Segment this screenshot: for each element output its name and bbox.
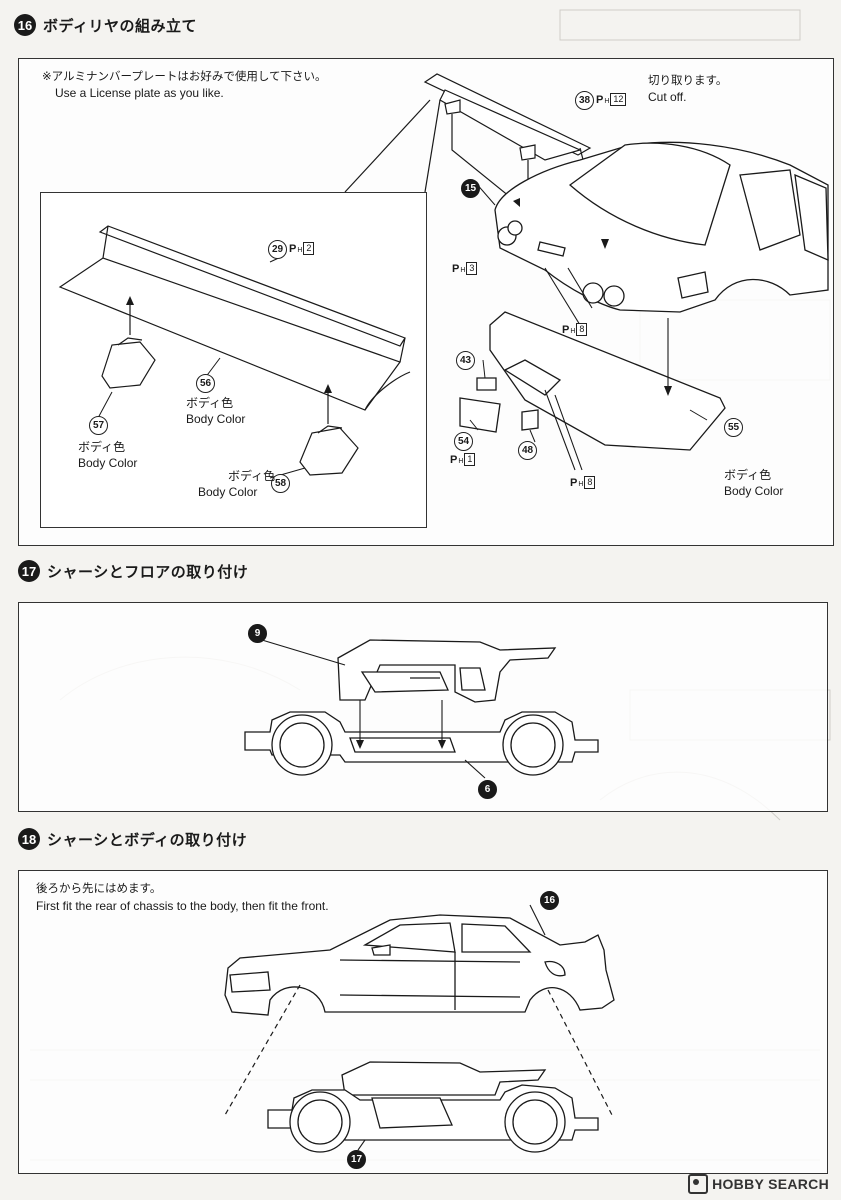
hobby-search-logo-icon	[688, 1174, 709, 1194]
step-18-number: 18	[18, 828, 40, 850]
cut-off-en: Cut off.	[648, 90, 687, 104]
part-16-callout: 16	[540, 891, 559, 910]
ptag-number: 8	[584, 476, 596, 489]
part-17-callout: 17	[347, 1150, 366, 1169]
part-9-callout: 9	[248, 624, 267, 643]
hobby-search-watermark: HOBBY SEARCH	[688, 1174, 829, 1194]
license-plate-note-en: Use a License plate as you like.	[55, 86, 224, 100]
step-16-header: 16 ボディリヤの組み立て	[14, 14, 197, 36]
part-56-color-jp: ボディ色	[186, 396, 234, 410]
ptag-letter: P	[562, 323, 570, 336]
ptag-letter: P	[570, 476, 578, 489]
step-17-title: シャーシとフロアの取り付け	[47, 563, 249, 581]
part-48-callout: 48	[518, 441, 537, 460]
part-55-callout: 55	[724, 418, 743, 437]
part-54-callout: 54	[454, 432, 473, 451]
license-plate-note-jp: ※アルミナンバープレートはお好みで使用して下さい。	[42, 71, 327, 83]
part-6-callout: 6	[478, 780, 497, 799]
part-55-color-jp: ボディ色	[724, 468, 772, 482]
part-58-color-jp: ボディ色	[228, 469, 276, 483]
step-17-number: 17	[18, 560, 40, 582]
ptag-letter: P	[452, 262, 460, 275]
ptag-sub: H	[297, 247, 303, 254]
ptag-number: 3	[466, 262, 478, 275]
step-17-panel	[18, 602, 828, 812]
part-56-color-en: Body Color	[186, 412, 246, 426]
watermark-text: HOBBY SEARCH	[712, 1176, 829, 1192]
fit-order-note-en: First fit the rear of chassis to the bod…	[36, 899, 329, 913]
step-16-number: 16	[14, 14, 36, 36]
part-57-callout: 57	[89, 416, 108, 435]
step-18-title: シャーシとボディの取り付け	[47, 831, 248, 849]
part-57-color-jp: ボディ色	[78, 440, 126, 454]
ptag-letter: P	[450, 453, 458, 466]
part-15-callout: 15	[461, 179, 480, 198]
part-43-callout: 43	[456, 351, 475, 370]
cut-off-jp: 切り取ります。	[648, 75, 728, 87]
ptag-sub: H	[578, 481, 584, 488]
ptag-sub: H	[570, 328, 576, 335]
ptag-number: 2	[303, 242, 315, 255]
part-56-callout: 56	[196, 374, 215, 393]
part-29-callout: 29	[268, 240, 287, 259]
part-58-callout: 58	[271, 474, 290, 493]
part-58-color-en: Body Color	[198, 485, 258, 499]
ptag-number: 1	[464, 453, 476, 466]
step-18-header: 18 シャーシとボディの取り付け	[18, 828, 247, 850]
ptag-letter: P	[596, 93, 604, 106]
step-16-title: ボディリヤの組み立て	[43, 17, 197, 35]
ptag-sub: H	[604, 98, 610, 105]
part-57-color-en: Body Color	[78, 456, 138, 470]
ptag-number: 12	[610, 93, 627, 106]
fit-order-note-jp: 後ろから先にはめます。	[36, 883, 162, 895]
part-38-callout: 38	[575, 91, 594, 110]
ptag-letter: P	[289, 242, 297, 255]
part-55-color-en: Body Color	[724, 484, 784, 498]
ptag-sub: H	[460, 267, 466, 274]
ptag-sub: H	[458, 458, 464, 465]
floor-chassis-drawing	[0, 0, 841, 820]
wing-inset-drawing	[0, 0, 841, 600]
ptag-number: 8	[576, 323, 588, 336]
step-17-header: 17 シャーシとフロアの取り付け	[18, 560, 248, 582]
